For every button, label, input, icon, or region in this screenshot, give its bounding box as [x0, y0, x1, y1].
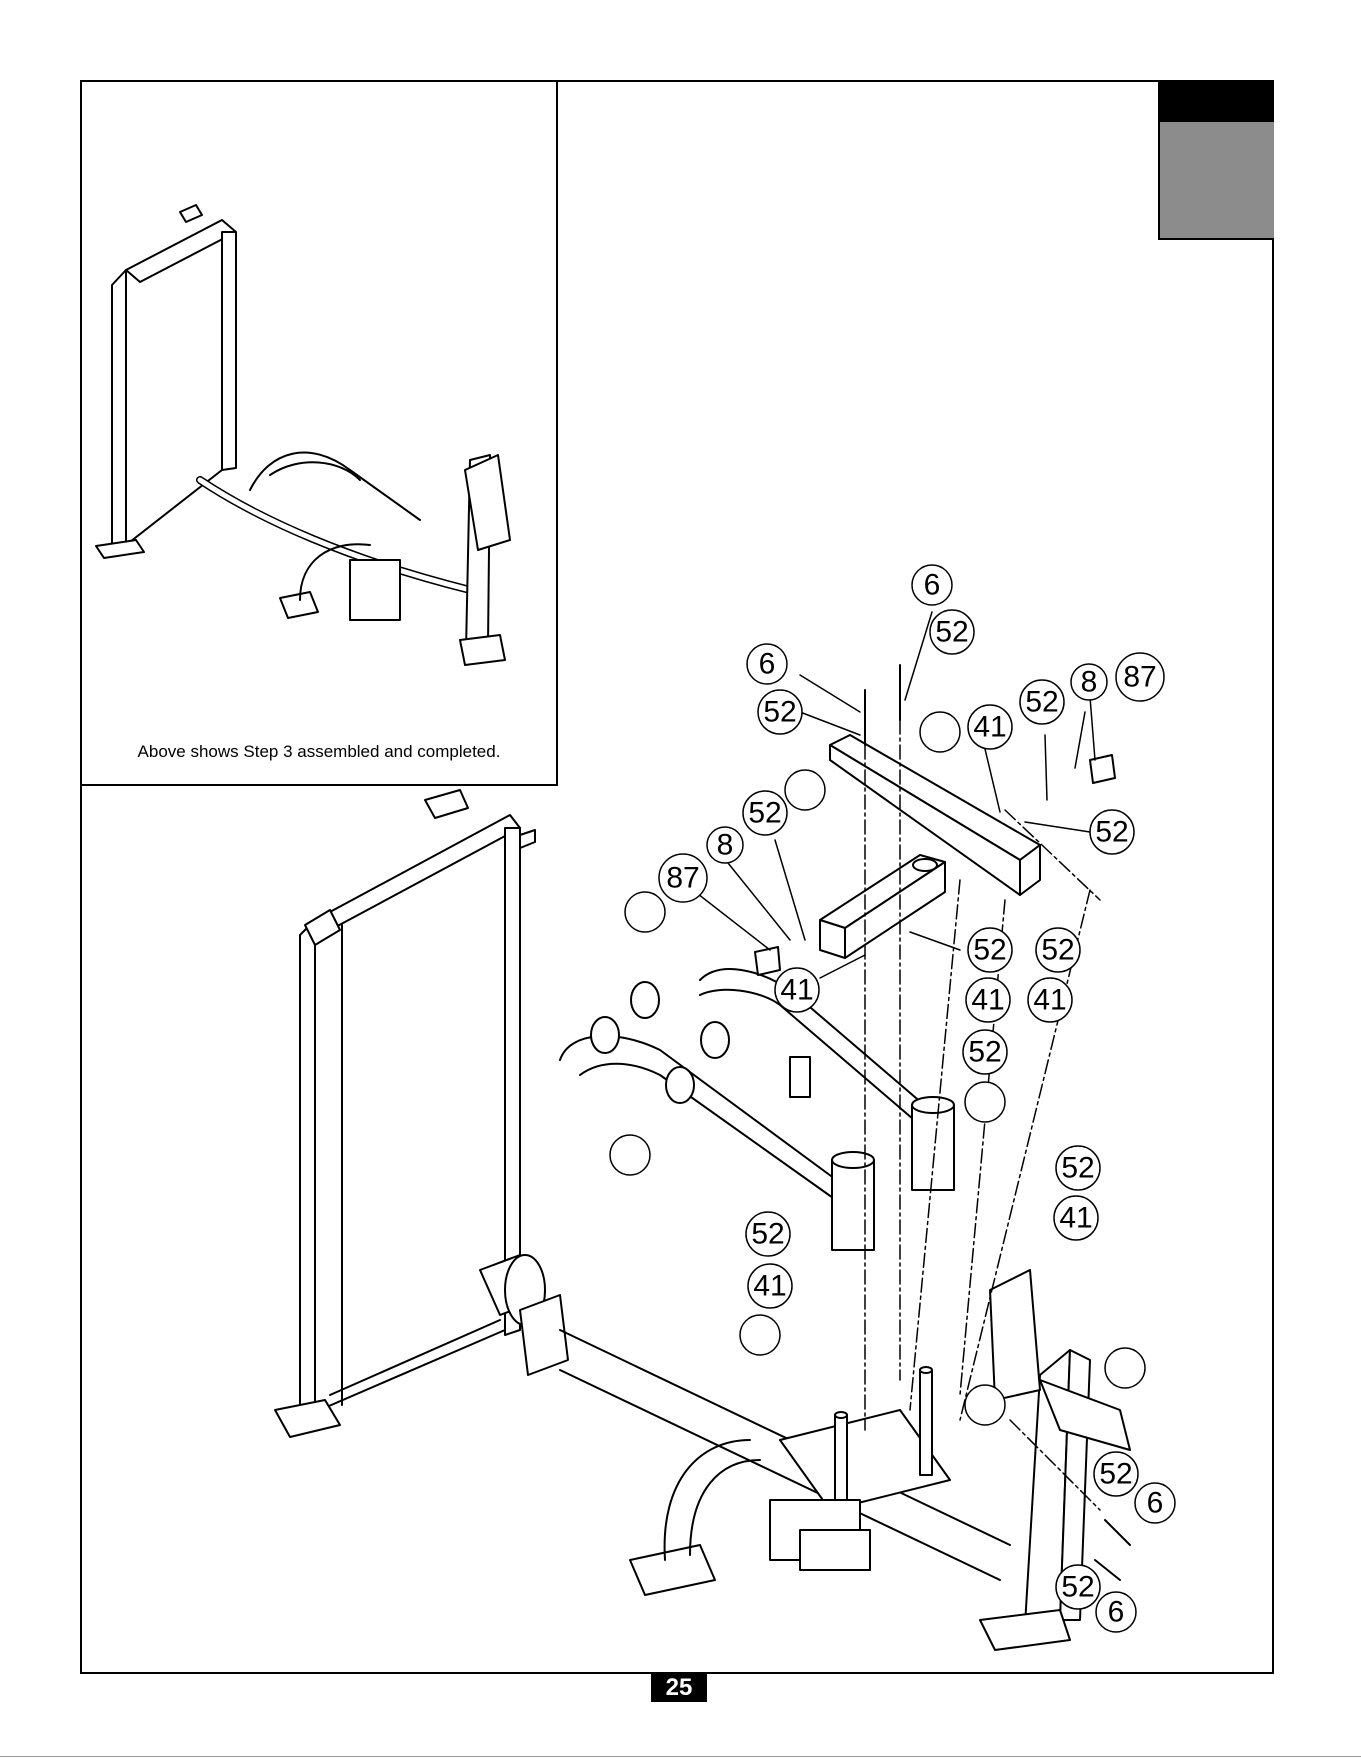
- callout-52: 52: [743, 791, 787, 835]
- callout-41: 41: [775, 968, 819, 1012]
- callout-empty: [625, 892, 665, 932]
- svg-text:52: 52: [1025, 686, 1058, 719]
- callout-8: 8: [707, 827, 743, 863]
- svg-text:41: 41: [780, 974, 813, 1007]
- callout-empty: [965, 1385, 1005, 1425]
- svg-text:6: 6: [924, 569, 941, 602]
- callout-empty: [965, 1082, 1005, 1122]
- callout-6: 6: [1135, 1483, 1175, 1523]
- weight-post-assembly: [770, 1367, 950, 1570]
- callout-6: 6: [747, 644, 787, 684]
- callout-52: 52: [968, 928, 1012, 972]
- svg-text:52: 52: [748, 797, 781, 830]
- callout-empty: [920, 712, 960, 752]
- end-cap-upper: [1090, 755, 1115, 783]
- callout-empty: [1105, 1348, 1145, 1388]
- svg-text:52: 52: [1041, 934, 1074, 967]
- svg-text:52: 52: [751, 1218, 784, 1251]
- svg-text:52: 52: [1061, 1152, 1094, 1185]
- svg-text:41: 41: [971, 984, 1004, 1017]
- svg-text:52: 52: [973, 934, 1006, 967]
- handle-arm-assembly: [560, 969, 954, 1250]
- callout-empty: [740, 1315, 780, 1355]
- end-cap-lower: [755, 947, 780, 975]
- svg-text:41: 41: [973, 711, 1006, 744]
- callout-87: 87: [1116, 653, 1164, 701]
- callout-52: 52: [1020, 680, 1064, 724]
- callout-52: 52: [746, 1212, 790, 1256]
- callout-52: 52: [758, 690, 802, 734]
- callout-87: 87: [659, 854, 707, 902]
- callout-41: 41: [1028, 978, 1072, 1022]
- svg-text:8: 8: [717, 829, 734, 862]
- callout-8: 8: [1071, 664, 1107, 700]
- callout-41: 41: [748, 1264, 792, 1308]
- svg-text:87: 87: [666, 862, 699, 895]
- callout-41: 41: [966, 978, 1010, 1022]
- svg-text:52: 52: [968, 1036, 1001, 1069]
- svg-text:41: 41: [753, 1270, 786, 1303]
- callout-6: 6: [1096, 1592, 1136, 1632]
- svg-text:41: 41: [1059, 1202, 1092, 1235]
- svg-text:8: 8: [1081, 666, 1098, 699]
- svg-text:41: 41: [1033, 984, 1066, 1017]
- lower-crossbar: [820, 855, 945, 958]
- callout-empty: [785, 770, 825, 810]
- callout-52: 52: [1090, 810, 1134, 854]
- main-frame-left: [275, 790, 535, 1437]
- svg-text:52: 52: [935, 616, 968, 649]
- inset-caption: Above shows Step 3 assembled and complet…: [80, 742, 558, 762]
- svg-text:52: 52: [1099, 1458, 1132, 1491]
- callout-41: 41: [968, 705, 1012, 749]
- callout-52: 52: [1094, 1452, 1138, 1496]
- callout-52: 52: [1056, 1565, 1100, 1609]
- svg-text:52: 52: [763, 696, 796, 729]
- svg-text:87: 87: [1123, 661, 1156, 694]
- callout-empty: [610, 1135, 650, 1175]
- callout-52: 52: [1036, 928, 1080, 972]
- callout-52: 52: [963, 1030, 1007, 1074]
- footer-rule: [0, 1756, 1361, 1757]
- svg-text:6: 6: [1147, 1487, 1164, 1520]
- callout-6: 6: [912, 565, 952, 605]
- page-number: 25: [651, 1674, 707, 1702]
- callout-52: 52: [930, 610, 974, 654]
- callout-41: 41: [1054, 1196, 1098, 1240]
- svg-text:52: 52: [1061, 1571, 1094, 1604]
- inset-machine-illustration: [96, 205, 510, 665]
- svg-text:6: 6: [1108, 1596, 1125, 1629]
- callout-52: 52: [1056, 1146, 1100, 1190]
- svg-text:52: 52: [1095, 816, 1128, 849]
- svg-text:6: 6: [759, 648, 776, 681]
